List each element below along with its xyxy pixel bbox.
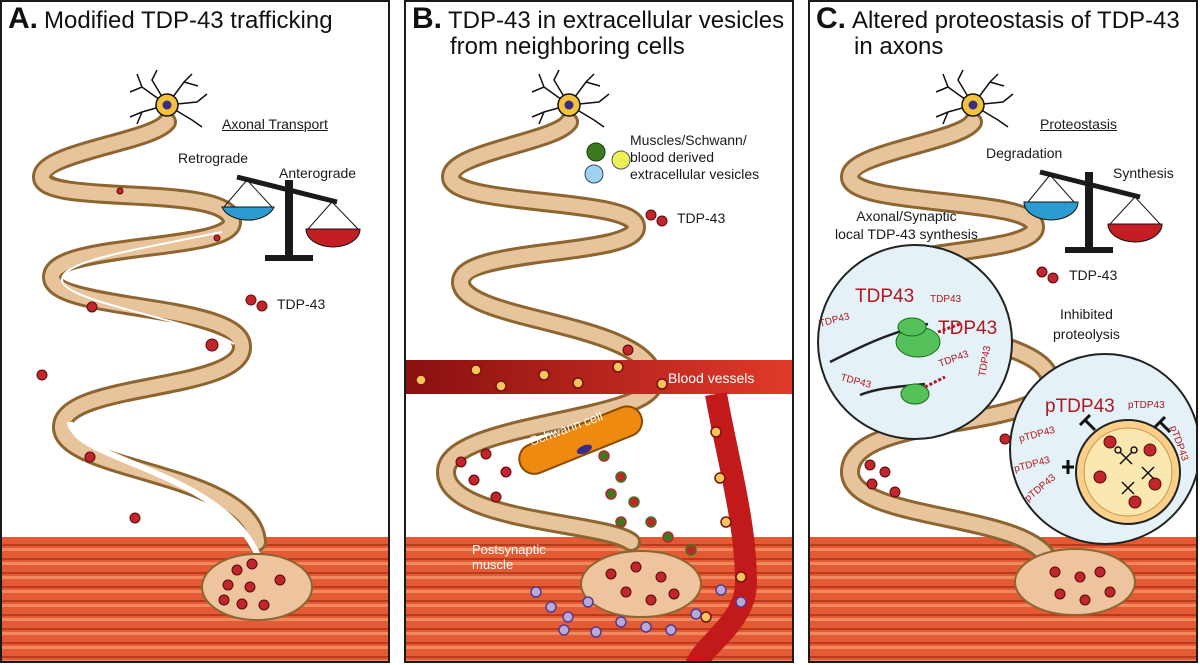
panel-a-illustration — [2, 69, 388, 661]
tdp43-big-label: TDP43 — [938, 318, 997, 339]
schwann-cell — [518, 405, 643, 475]
tdp43-big-label: TDP43 — [855, 286, 914, 307]
retrograde-label: Retrograde — [178, 150, 249, 166]
panel-b-illustration — [406, 69, 792, 661]
tdp43-small-label: TDP43 — [930, 294, 962, 305]
balance-scale-icon — [221, 174, 361, 261]
muscle-vesicles — [530, 584, 747, 638]
inhibited-proteolysis-bubble: pTDP43 pTDP43 pTDP43 pTDP43 pTDP43 pTDP4… — [1009, 353, 1196, 545]
tdp43-particles — [864, 433, 1116, 606]
scissors-icon — [1114, 446, 1155, 495]
neuron-dendrites — [935, 69, 1014, 128]
muscle-tissue — [2, 537, 388, 661]
axon-terminal — [580, 550, 702, 618]
tdp43-small-label: TDP43 — [977, 345, 993, 378]
anterograde-arrow — [67, 421, 267, 575]
axonal-transport-label: Axonal Transport — [222, 116, 328, 132]
neuron-soma — [129, 69, 208, 128]
panel-c-illustration: TDP43 TDP43 TDP43 TDP43 TDP43 TDP43 TDP4… — [810, 69, 1196, 661]
muscle-tissue — [810, 537, 1196, 661]
synthesis-label: Synthesis — [1113, 165, 1174, 181]
inhibition-marks — [1062, 413, 1172, 474]
axon-terminal — [201, 553, 313, 621]
ptdp43-big-label: pTDP43 — [1045, 396, 1115, 417]
panel-a-trafficking: A.Modified TDP-43 trafficking Axonal Tra… — [0, 0, 390, 663]
tdp43-legend-label: TDP-43 — [277, 296, 326, 312]
proteostasis-label: Proteostasis — [1040, 116, 1118, 132]
tdp43-particles — [36, 187, 286, 611]
ptdp43-label: pTDP43 — [1128, 400, 1165, 411]
panel-c-proteostasis: TDP43 TDP43 TDP43 TDP43 TDP43 TDP43 TDP4… — [808, 0, 1198, 663]
tdp43-particles — [455, 344, 680, 606]
retrograde-arrow — [60, 231, 235, 345]
tdp43-legend-label: TDP-43 — [1069, 267, 1118, 283]
panel-a-title: A.Modified TDP-43 trafficking — [8, 2, 333, 35]
neuron-dendrites — [531, 69, 610, 128]
ribosome-icon — [900, 383, 930, 405]
extracellular-vesicles — [598, 450, 697, 556]
blood-vessel — [406, 360, 792, 394]
degradation-label: Degradation — [986, 145, 1063, 161]
tdp43-legend-label: TDP-43 — [677, 210, 726, 226]
balance-scale-icon — [1023, 169, 1163, 253]
blood-vessels-label: Blood vessels — [668, 370, 755, 386]
blood-particles — [415, 361, 747, 623]
anterograde-label: Anterograde — [279, 165, 357, 181]
axon-terminal — [1014, 548, 1136, 616]
local-synthesis-bubble: TDP43 TDP43 TDP43 TDP43 TDP43 TDP43 TDP4… — [817, 244, 1013, 440]
